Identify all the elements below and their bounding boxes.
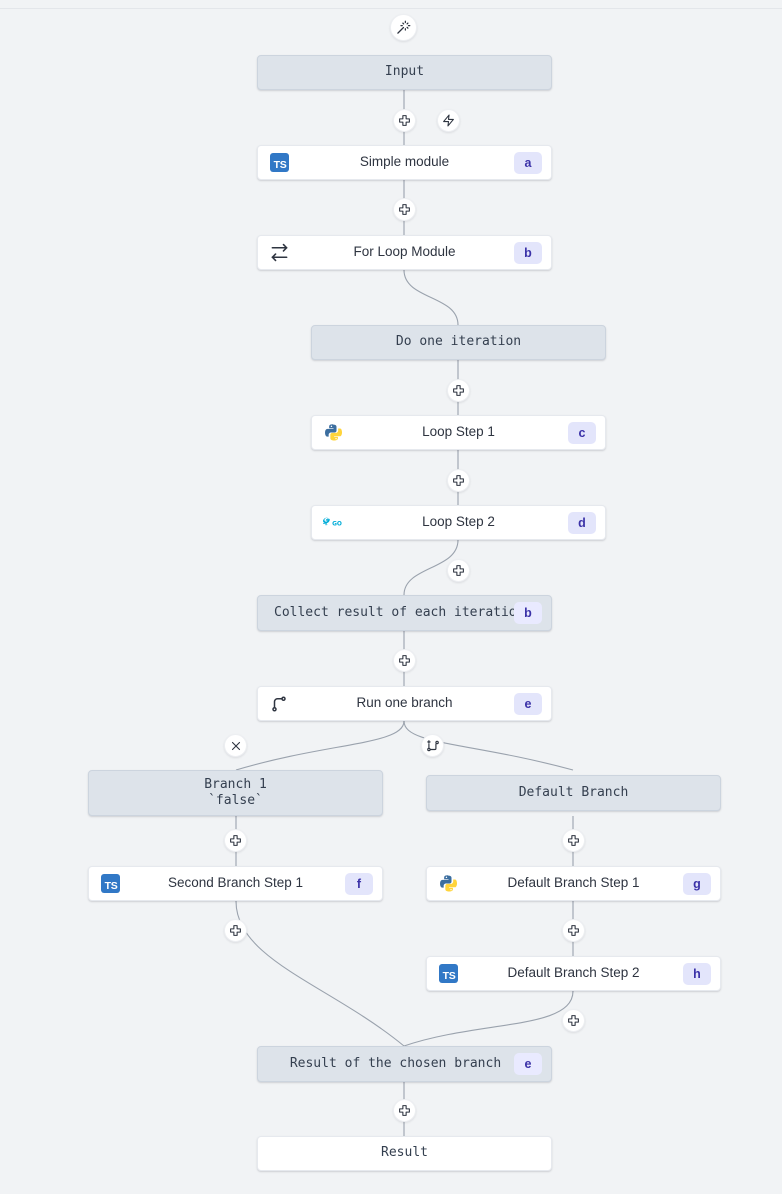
top-divider: [0, 8, 782, 9]
node-default-branch-label: Default Branch: [518, 784, 629, 800]
node-badge-b2: b: [514, 602, 542, 624]
edge-default-step-2-to-result: [403, 990, 574, 1047]
node-input-label: Input: [384, 64, 425, 80]
node-default-branch-step-1-label: Default Branch Step 1: [507, 875, 640, 891]
node-do-one-iteration-label: Do one iteration: [395, 334, 522, 350]
magic-wand-button[interactable]: [390, 14, 417, 41]
python-icon: [438, 874, 458, 894]
node-branch-1-label: Branch 1 `false`: [204, 776, 267, 808]
loop-icon: [269, 243, 289, 263]
node-badge-d: d: [568, 511, 596, 534]
node-branch-1[interactable]: Branch 1 `false`: [88, 770, 383, 816]
add-step-button-5[interactable]: [447, 559, 470, 582]
go-icon: GO: [323, 513, 343, 533]
node-default-branch-step-1[interactable]: Default Branch Step 1 g: [426, 866, 721, 901]
node-default-branch-step-2[interactable]: TS Default Branch Step 2 h: [426, 956, 721, 991]
add-step-button-7[interactable]: [224, 829, 247, 852]
node-badge-h: h: [683, 962, 711, 985]
node-input[interactable]: Input: [257, 55, 552, 90]
node-result[interactable]: Result: [257, 1136, 552, 1171]
node-result-chosen-branch-label: Result of the chosen branch: [289, 1055, 502, 1071]
node-loop-step-1[interactable]: Loop Step 1 c: [311, 415, 606, 450]
typescript-icon: TS: [438, 964, 458, 984]
typescript-icon: TS: [100, 874, 120, 894]
svg-text:GO: GO: [332, 521, 342, 527]
add-step-button-2[interactable]: [393, 198, 416, 221]
node-badge-e2: e: [514, 1053, 542, 1075]
node-badge-e: e: [514, 692, 542, 715]
add-step-button-11[interactable]: [562, 1009, 585, 1032]
node-do-one-iteration[interactable]: Do one iteration: [311, 325, 606, 360]
node-second-branch-step-1[interactable]: TS Second Branch Step 1 f: [88, 866, 383, 901]
branch-icon: [269, 694, 289, 714]
node-badge-b: b: [514, 241, 542, 264]
add-step-button-10[interactable]: [562, 919, 585, 942]
typescript-icon: TS: [269, 153, 289, 173]
edge-for-loop-to-iteration: [403, 269, 459, 326]
delete-branch-button[interactable]: [224, 734, 247, 757]
node-badge-a: a: [514, 151, 542, 174]
node-loop-step-1-label: Loop Step 1: [422, 424, 495, 440]
python-icon: [323, 423, 343, 443]
add-step-button-8[interactable]: [562, 829, 585, 852]
node-loop-step-2[interactable]: GO Loop Step 2 d: [311, 505, 606, 540]
add-step-button-9[interactable]: [224, 919, 247, 942]
node-default-branch-step-2-label: Default Branch Step 2: [507, 965, 640, 981]
add-step-button-3[interactable]: [447, 379, 470, 402]
node-loop-step-2-label: Loop Step 2: [422, 514, 495, 530]
edge-second-branch-to-result: [235, 900, 405, 1047]
node-simple-module[interactable]: TS Simple module a: [257, 145, 552, 180]
node-badge-f: f: [345, 872, 373, 895]
node-for-loop-module[interactable]: For Loop Module b: [257, 235, 552, 270]
node-result-label: Result: [381, 1145, 428, 1161]
node-collect-result[interactable]: Collect result of each iteration b: [257, 595, 552, 631]
node-badge-c: c: [568, 421, 596, 444]
node-for-loop-module-label: For Loop Module: [353, 244, 456, 260]
node-badge-g: g: [683, 872, 711, 895]
add-step-button-4[interactable]: [447, 469, 470, 492]
node-result-chosen-branch[interactable]: Result of the chosen branch e: [257, 1046, 552, 1082]
node-second-branch-step-1-label: Second Branch Step 1: [167, 875, 304, 891]
node-collect-result-label: Collect result of each iteration: [274, 604, 525, 620]
add-step-button-1[interactable]: [393, 109, 416, 132]
trigger-button[interactable]: [437, 109, 460, 132]
node-run-one-branch[interactable]: Run one branch e: [257, 686, 552, 721]
node-simple-module-label: Simple module: [359, 154, 450, 170]
node-run-one-branch-label: Run one branch: [356, 695, 453, 711]
add-step-button-12[interactable]: [393, 1099, 416, 1122]
add-branch-button[interactable]: [421, 734, 444, 757]
add-step-button-6[interactable]: [393, 649, 416, 672]
edge-run-branch-to-branch-1: [235, 720, 405, 771]
node-default-branch[interactable]: Default Branch: [426, 775, 721, 811]
